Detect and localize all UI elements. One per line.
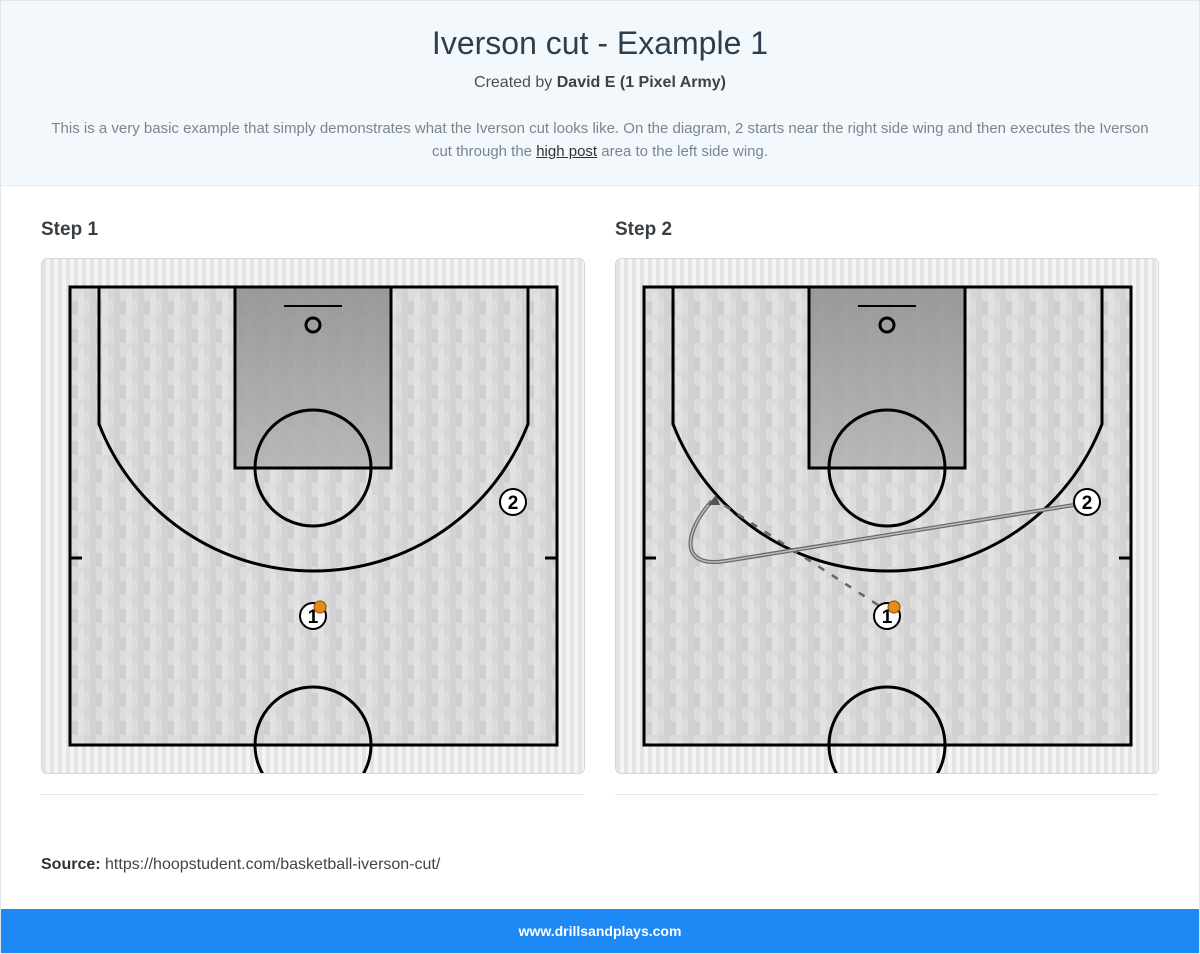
created-by-label: Created by bbox=[474, 74, 553, 91]
high-post-link[interactable]: high post bbox=[536, 143, 598, 160]
footer-site-link[interactable]: www.drillsandplays.com bbox=[518, 923, 682, 939]
description-text-1: This is a very basic example that simply… bbox=[51, 120, 1149, 160]
step-1-title: Step 1 bbox=[41, 219, 99, 240]
source-line: Source: https://hoopstudent.com/basketba… bbox=[41, 856, 440, 874]
page-title: Iverson cut - Example 1 bbox=[431, 25, 769, 61]
player-2-marker: 2 bbox=[1073, 488, 1101, 516]
step-2-title: Step 2 bbox=[615, 219, 673, 240]
description-text-2: area to the left side wing. bbox=[601, 143, 769, 160]
step-2-court: 2 1 bbox=[615, 258, 1159, 774]
player-1-label: 1 bbox=[308, 607, 319, 628]
step-2-divider bbox=[615, 794, 1158, 795]
byline: Created by David E (1 Pixel Army) bbox=[1, 74, 1199, 92]
court-diagram-2: 2 1 bbox=[616, 259, 1158, 773]
player-1-marker: 1 bbox=[873, 600, 901, 630]
step-1-court: 2 1 bbox=[41, 258, 585, 774]
basketball-icon bbox=[887, 600, 901, 614]
pass-line bbox=[715, 498, 879, 607]
author-name: David E (1 Pixel Army) bbox=[556, 74, 726, 91]
description: This is a very basic example that simply… bbox=[46, 117, 1154, 163]
player-1-label: 1 bbox=[882, 607, 893, 628]
footer: www.drillsandplays.com bbox=[1, 909, 1199, 953]
step-1-divider bbox=[41, 794, 584, 795]
court-diagram-1: 2 1 bbox=[42, 259, 584, 773]
player-2-label: 2 bbox=[1082, 493, 1093, 514]
basketball-icon bbox=[313, 600, 327, 614]
player-1-marker: 1 bbox=[299, 600, 327, 630]
cut-arrowhead bbox=[708, 495, 720, 505]
page-header: Iverson cut - Example 1 Created by David… bbox=[1, 1, 1199, 186]
player-2-marker: 2 bbox=[499, 488, 527, 516]
source-url[interactable]: https://hoopstudent.com/basketball-ivers… bbox=[105, 856, 441, 873]
player-2-label: 2 bbox=[508, 493, 519, 514]
source-label: Source: bbox=[41, 856, 101, 873]
